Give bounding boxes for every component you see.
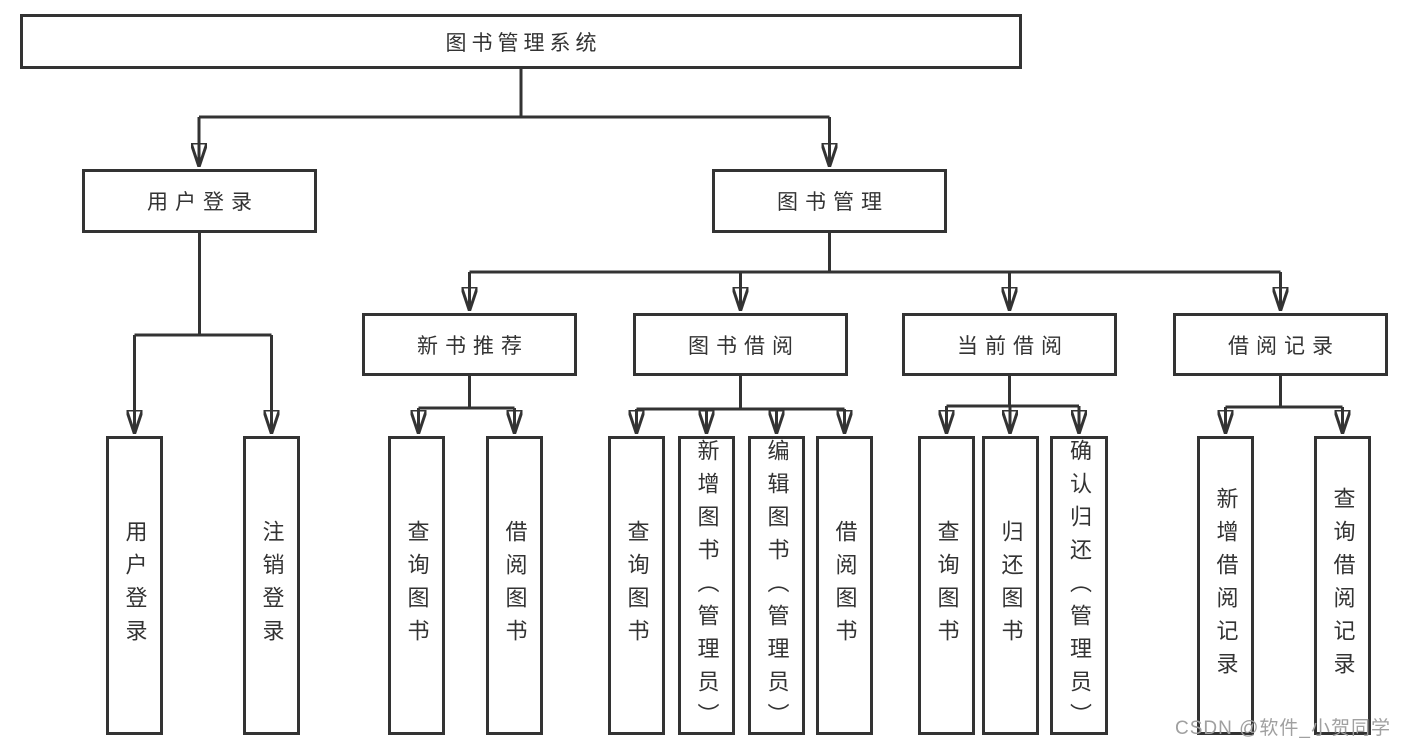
node-borrow-records: 借阅记录 — [1173, 313, 1388, 376]
trunk-current-borrow — [946, 376, 1079, 408]
node-label: 编辑图书（管理员） — [764, 439, 790, 736]
node-label: 图书借阅 — [688, 334, 800, 358]
leaf-add-borrow-record: 新增借阅记录 — [1197, 436, 1254, 735]
trunk-book-borrow — [636, 376, 845, 411]
node-label: 借阅图书 — [832, 519, 858, 652]
trunk-new-book-recommend — [418, 376, 515, 410]
trunk-book-management — [469, 233, 1281, 274]
node-root: 图书管理系统 — [20, 14, 1022, 69]
trunk-borrow-records — [1225, 376, 1343, 409]
node-label: 确认归还（管理员） — [1067, 439, 1092, 736]
leaf-borrow-books-borrow: 借阅图书 — [816, 436, 873, 735]
node-label: 查询图书 — [404, 519, 430, 652]
node-book-management: 图书管理 — [712, 169, 947, 233]
leaf-query-books-current: 查询图书 — [918, 436, 975, 735]
leaf-user-login: 用户登录 — [106, 436, 163, 735]
node-label: 归还图书 — [998, 519, 1024, 652]
node-label: 用户登录 — [147, 191, 259, 214]
leaf-query-books-recommend: 查询图书 — [388, 436, 445, 735]
trunk-user-login — [134, 233, 272, 337]
node-book-borrow: 图书借阅 — [633, 313, 848, 376]
node-label: 借阅记录 — [1228, 334, 1340, 358]
leaf-edit-book-admin: 编辑图书（管理员） — [748, 436, 805, 736]
node-label: 查询图书 — [624, 519, 650, 652]
node-label: 新书推荐 — [417, 334, 529, 358]
node-new-book-recommend: 新书推荐 — [362, 313, 577, 376]
node-label: 新增借阅记录 — [1213, 486, 1239, 685]
leaf-borrow-books-recommend: 借阅图书 — [486, 436, 543, 735]
leaf-query-books-borrow: 查询图书 — [608, 436, 665, 735]
leaf-add-book-admin: 新增图书（管理员） — [678, 436, 735, 736]
leaf-logout: 注销登录 — [243, 436, 300, 735]
leaf-query-borrow-record: 查询借阅记录 — [1314, 436, 1371, 735]
node-label: 借阅图书 — [502, 519, 528, 652]
node-label: 当前借阅 — [957, 334, 1069, 358]
node-label: 查询图书 — [934, 519, 960, 652]
node-label: 新增图书（管理员） — [694, 439, 720, 736]
node-label: 图书管理系统 — [445, 31, 602, 55]
node-label: 图书管理 — [777, 191, 889, 214]
leaf-return-book: 归还图书 — [982, 436, 1039, 735]
node-current-borrow: 当前借阅 — [902, 313, 1117, 376]
node-user-login: 用户登录 — [82, 169, 317, 233]
csdn-watermark: CSDN @软件_小贺同学 — [1175, 718, 1391, 739]
node-label: 用户登录 — [122, 519, 148, 652]
node-label: 查询借阅记录 — [1330, 486, 1356, 685]
node-label: 注销登录 — [259, 519, 285, 652]
leaf-confirm-return-admin: 确认归还（管理员） — [1050, 436, 1108, 736]
trunk-root — [199, 69, 830, 119]
